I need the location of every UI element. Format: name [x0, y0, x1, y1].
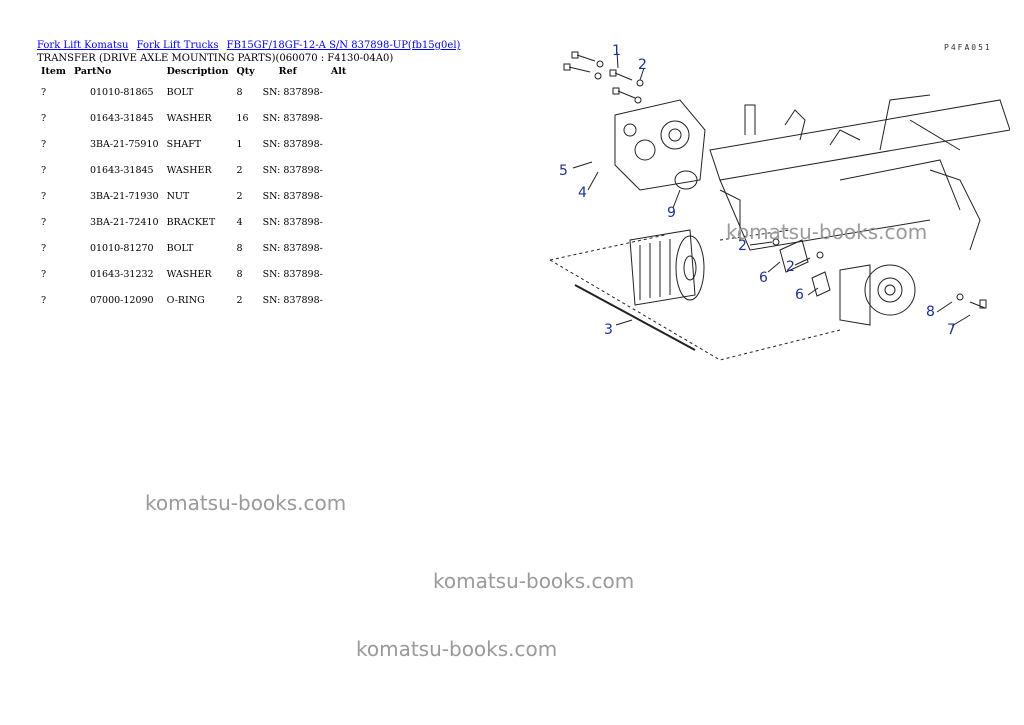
cell-part-no: 3BA-21-72410: [89, 217, 159, 228]
parts-table: Item PartNo Description Qty Ref Alt ? 01…: [37, 66, 350, 315]
callout-label: 3: [604, 322, 613, 338]
cell-qty: 16: [236, 113, 249, 124]
table-row: ? 07000-12090 O-RING 2 SN: 837898-: [37, 295, 350, 315]
watermark: komatsu-books.com: [356, 637, 558, 661]
cell-ref: SN: 837898-: [262, 217, 323, 228]
cell-part-no: 01643-31845: [89, 165, 154, 176]
column-header-ref: Ref: [278, 66, 297, 77]
cell-qty: 8: [236, 87, 243, 98]
cell-alt: [327, 139, 350, 165]
cell-qty: 8: [236, 269, 243, 280]
cell-alt: [327, 113, 350, 139]
callout-label: 9: [667, 205, 676, 221]
cell-description: BOLT: [166, 87, 194, 98]
cell-part-no: 07000-12090: [89, 295, 154, 306]
callout-label: 6: [795, 287, 804, 303]
table-header-row: Item PartNo Description Qty Ref Alt: [37, 66, 350, 87]
cell-item: ?: [41, 113, 47, 124]
cell-part-no: 3BA-21-71930: [89, 191, 159, 202]
breadcrumb-link-fork-lift-trucks[interactable]: Fork Lift Trucks: [136, 40, 219, 51]
cell-part-no: 01010-81865: [89, 87, 154, 98]
column-header-alt: Alt: [330, 66, 347, 77]
table-row: ? 01643-31845 WASHER 2 SN: 837898-: [37, 165, 350, 191]
cell-description: WASHER: [166, 165, 212, 176]
cell-item: ?: [41, 165, 47, 176]
cell-alt: [327, 165, 350, 191]
table-row: ? 3BA-21-75910 SHAFT 1 SN: 837898-: [37, 139, 350, 165]
cell-qty: 2: [236, 295, 243, 306]
breadcrumb: Fork Lift Komatsu Fork Lift Trucks FB15G…: [37, 40, 465, 51]
cell-alt: [327, 295, 350, 315]
cell-description: O-RING: [166, 295, 205, 306]
parts-diagram: 1 2 5 4 9 2 6 2 6 3 8 7: [549, 43, 1010, 361]
cell-ref: SN: 837898-: [262, 191, 323, 202]
cell-description: WASHER: [166, 113, 212, 124]
callout-label: 8: [926, 304, 935, 320]
cell-part-no: 01643-31845: [89, 113, 154, 124]
cell-qty: 2: [236, 165, 243, 176]
cell-qty: 2: [236, 191, 243, 202]
callout-label: 2: [738, 238, 747, 254]
cell-ref: SN: 837898-: [262, 269, 323, 280]
cell-ref: SN: 837898-: [262, 165, 323, 176]
cell-item: ?: [41, 87, 47, 98]
column-header-description: Description: [166, 66, 229, 77]
callout-label: 2: [786, 259, 795, 275]
cell-item: ?: [41, 243, 47, 254]
cell-qty: 4: [236, 217, 243, 228]
breadcrumb-link-model[interactable]: FB15GF/18GF-12-A S/N 837898-UP(fb15g0el): [226, 40, 461, 51]
cell-description: BRACKET: [166, 217, 216, 228]
cell-description: WASHER: [166, 269, 212, 280]
diagram-code: P4FA051: [944, 43, 992, 52]
table-row: ? 01643-31845 WASHER 16 SN: 837898-: [37, 113, 350, 139]
callout-label: 2: [638, 57, 647, 73]
cell-alt: [327, 87, 350, 113]
column-header-qty: Qty: [236, 66, 255, 77]
watermark: komatsu-books.com: [145, 491, 347, 515]
cell-item: ?: [41, 139, 47, 150]
callout-label: 1: [612, 43, 621, 59]
callout-label: 7: [947, 322, 956, 338]
table-row: ? 01010-81270 BOLT 8 SN: 837898-: [37, 243, 350, 269]
column-header-part-no: PartNo: [73, 66, 112, 77]
cell-item: ?: [41, 295, 47, 306]
cell-part-no: 3BA-21-75910: [89, 139, 159, 150]
table-row: ? 3BA-21-71930 NUT 2 SN: 837898-: [37, 191, 350, 217]
breadcrumb-link-fork-lift-komatsu[interactable]: Fork Lift Komatsu: [37, 40, 129, 51]
cell-qty: 1: [236, 139, 243, 150]
watermark: komatsu-books.com: [433, 569, 635, 593]
cell-ref: SN: 837898-: [262, 295, 323, 306]
cell-ref: SN: 837898-: [262, 139, 323, 150]
table-row: ? 3BA-21-72410 BRACKET 4 SN: 837898-: [37, 217, 350, 243]
cell-ref: SN: 837898-: [262, 243, 323, 254]
table-row: ? 01010-81865 BOLT 8 SN: 837898-: [37, 87, 350, 113]
cell-part-no: 01010-81270: [89, 243, 154, 254]
cell-description: NUT: [166, 191, 190, 202]
callout-label: 5: [559, 163, 568, 179]
column-header-item: Item: [41, 66, 66, 77]
cell-qty: 8: [236, 243, 243, 254]
cell-item: ?: [41, 269, 47, 280]
cell-alt: [327, 191, 350, 217]
cell-part-no: 01643-31232: [89, 269, 154, 280]
cell-description: SHAFT: [166, 139, 202, 150]
watermark: komatsu-books.com: [726, 220, 928, 244]
cell-ref: SN: 837898-: [262, 87, 323, 98]
cell-alt: [327, 243, 350, 269]
cell-description: BOLT: [166, 243, 194, 254]
page-title: TRANSFER (DRIVE AXLE MOUNTING PARTS)(060…: [37, 53, 394, 64]
callout-label: 4: [578, 185, 587, 201]
cell-alt: [327, 269, 350, 295]
cell-ref: SN: 837898-: [262, 113, 323, 124]
table-row: ? 01643-31232 WASHER 8 SN: 837898-: [37, 269, 350, 295]
cell-item: ?: [41, 191, 47, 202]
cell-item: ?: [41, 217, 47, 228]
callout-label: 6: [759, 270, 768, 286]
cell-alt: [327, 217, 350, 243]
